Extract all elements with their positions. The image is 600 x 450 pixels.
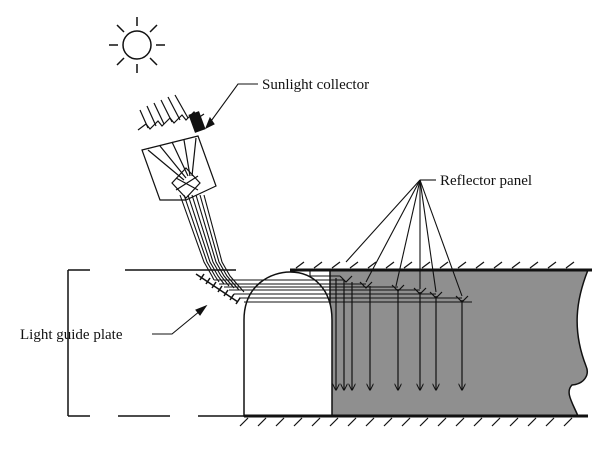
light-arrows: [336, 278, 462, 390]
light-guide-plate-label: Light guide plate: [20, 327, 123, 343]
sun-icon: [109, 17, 165, 73]
top-ground-hatch: [295, 261, 575, 269]
fiber-bundle: [179, 194, 245, 293]
leader-lines: [152, 83, 463, 335]
tunnel-arch: [243, 271, 333, 417]
light-channels: [214, 270, 472, 303]
surface-lines: [244, 268, 592, 418]
sunlight-collector: [137, 94, 217, 201]
tunnel-section: [329, 269, 590, 417]
sunlight-collector-label: Sunlight collector: [262, 77, 369, 93]
light-guide-plate: [67, 269, 244, 417]
reflector-panel-label: Reflector panel: [440, 173, 532, 189]
bottom-ground-hatch: [239, 417, 573, 427]
